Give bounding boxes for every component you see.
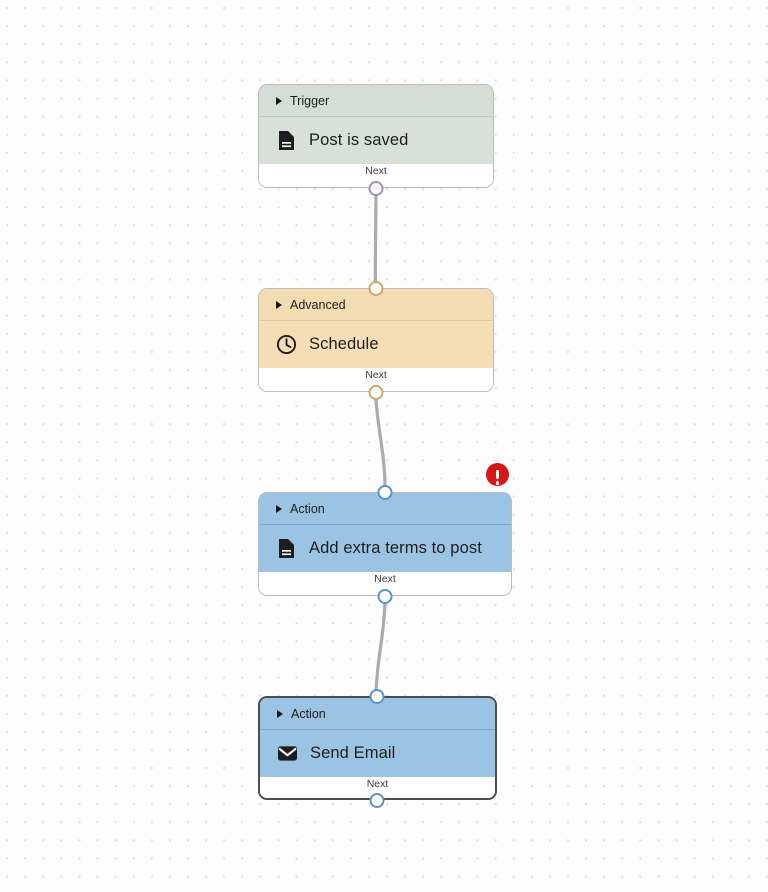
node-category-label: Trigger [290, 93, 330, 108]
node-title: Schedule [309, 335, 379, 353]
node-footer-next[interactable]: Next [259, 164, 493, 187]
chevron-right-icon[interactable] [276, 300, 282, 309]
node-body-action[interactable]: Send Email [260, 730, 495, 777]
node-body-action[interactable]: Add extra terms to post [259, 525, 511, 572]
edge-add-terms-to-send-email [374, 594, 387, 695]
node-title: Add extra terms to post [309, 539, 482, 557]
node-divider [260, 729, 495, 730]
node-category-label: Advanced [290, 297, 346, 312]
node-input-port[interactable] [369, 688, 385, 704]
workflow-node-add-extra-terms[interactable]: Action Add extra terms to post Next [258, 484, 512, 604]
node-body-advanced[interactable]: Schedule [259, 321, 493, 368]
node-footer-label: Next [365, 165, 387, 177]
node-output-port[interactable] [369, 792, 385, 808]
workflow-node-trigger[interactable]: Trigger Post is saved Next [258, 84, 494, 196]
node-body-trigger[interactable]: Post is saved [259, 117, 493, 164]
document-icon [276, 130, 297, 151]
error-badge[interactable] [486, 463, 509, 486]
node-divider [259, 116, 493, 117]
document-icon [276, 538, 297, 559]
node-header-trigger[interactable]: Trigger [259, 85, 493, 116]
node-input-port[interactable] [377, 484, 393, 500]
node-input-port[interactable] [368, 280, 384, 296]
node-footer-label: Next [365, 369, 387, 381]
node-divider [259, 320, 493, 321]
node-output-port[interactable] [368, 180, 384, 196]
node-output-port[interactable] [368, 384, 384, 400]
chevron-right-icon[interactable] [276, 96, 282, 105]
edge-trigger-to-advanced [373, 186, 378, 290]
chevron-right-icon[interactable] [276, 504, 282, 513]
node-footer-label: Next [366, 778, 389, 790]
exclamation-icon [495, 470, 500, 485]
clock-icon [276, 334, 297, 355]
node-title: Send Email [310, 744, 396, 762]
workflow-node-advanced[interactable]: Advanced Schedule Next [258, 280, 494, 400]
node-output-port[interactable] [377, 588, 393, 604]
node-footer-next[interactable]: Next [259, 368, 493, 391]
chevron-right-icon[interactable] [277, 709, 283, 718]
edge-advanced-to-add-terms [373, 390, 387, 491]
envelope-icon [277, 743, 298, 764]
node-category-label: Action [291, 706, 326, 721]
node-title: Post is saved [309, 131, 409, 149]
node-footer-label: Next [374, 573, 396, 585]
node-footer-next[interactable]: Next [260, 777, 495, 798]
node-footer-next[interactable]: Next [259, 572, 511, 595]
node-divider [259, 524, 511, 525]
node-category-label: Action [290, 501, 325, 516]
workflow-node-send-email[interactable]: Action Send Email Next [258, 688, 497, 808]
